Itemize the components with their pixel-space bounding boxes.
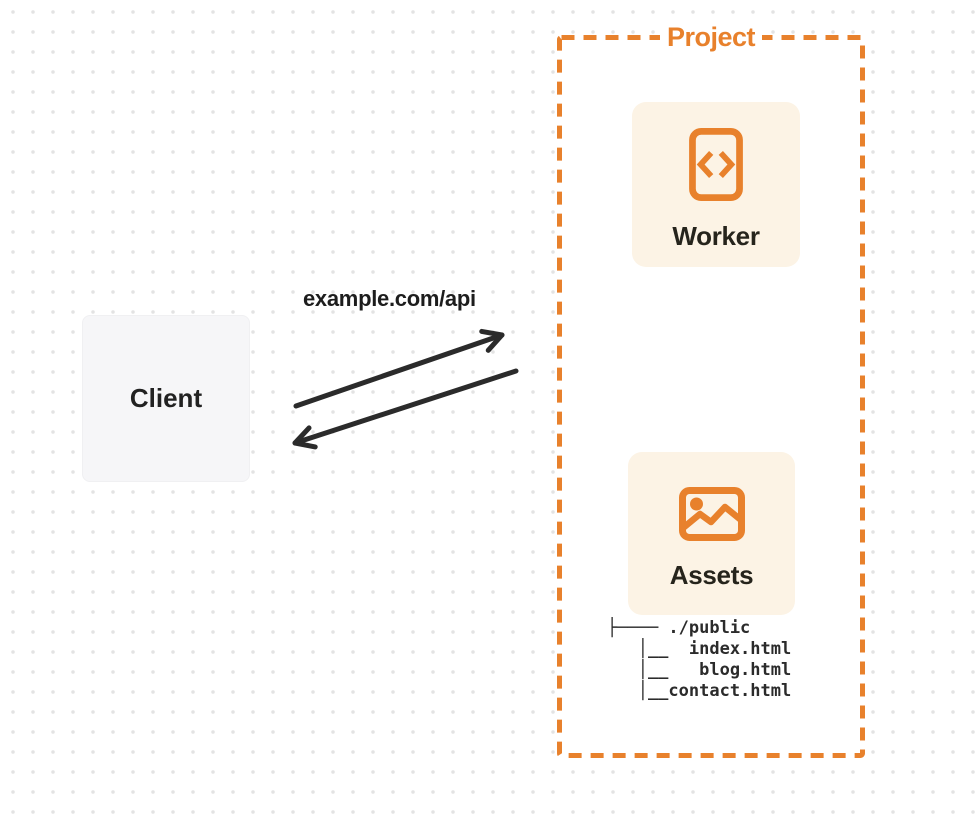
assets-label: Assets bbox=[669, 560, 754, 590]
image-icon bbox=[678, 487, 745, 541]
request-url-label: example.com/api bbox=[303, 286, 476, 311]
response-arrow bbox=[292, 368, 519, 450]
assets-node: Assets bbox=[628, 452, 795, 615]
worker-node: Worker bbox=[632, 102, 800, 267]
project-label: Project bbox=[659, 22, 763, 52]
project-boundary-title: Project bbox=[557, 22, 865, 53]
client-label: Client bbox=[129, 383, 203, 413]
code-file-icon bbox=[689, 128, 743, 201]
client-node: Client bbox=[82, 315, 250, 482]
request-arrow bbox=[293, 328, 505, 409]
worker-label: Worker bbox=[672, 221, 760, 251]
assets-file-tree: ├──── ./public │__ index.html │__ blog.h… bbox=[607, 618, 792, 701]
